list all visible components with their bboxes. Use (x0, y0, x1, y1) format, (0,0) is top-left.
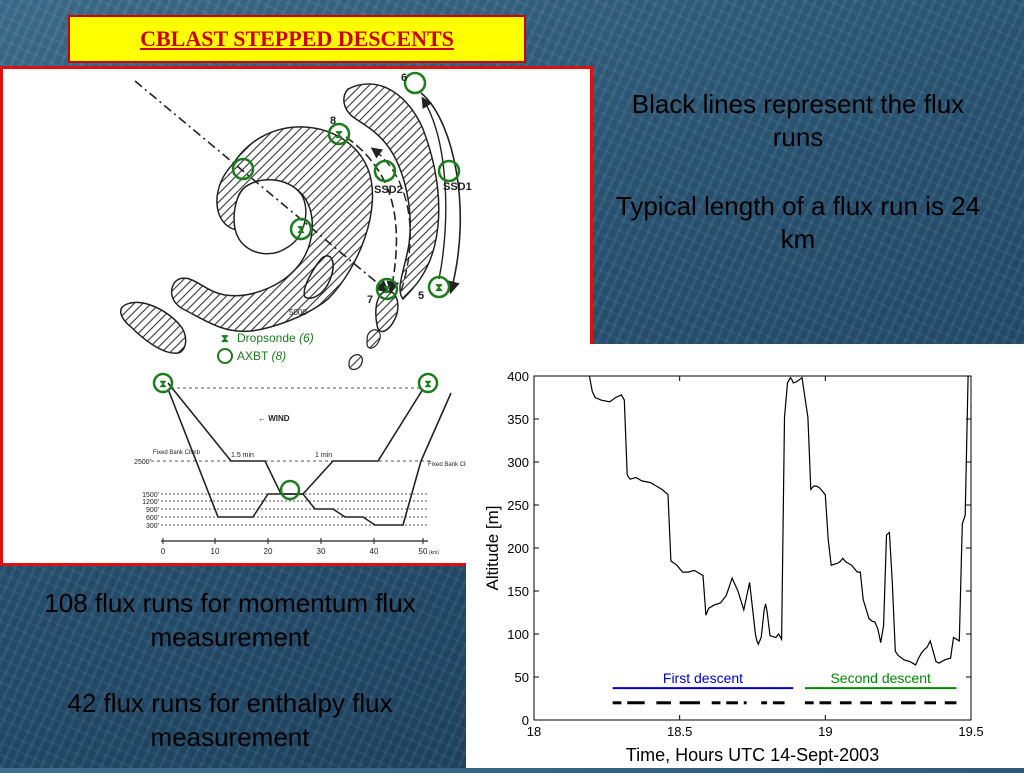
dropsonde-glyph: ⧗ (424, 379, 431, 390)
x-tick-label: 18 (527, 724, 541, 739)
y-tick-label: 150 (507, 584, 529, 599)
profile-x-unit: (km) (429, 550, 439, 556)
dropsonde-glyph: ⧗ (297, 224, 305, 236)
track-ssd2-in (345, 136, 400, 295)
note-flux-lines: Black lines represent the flux runs (631, 89, 965, 152)
y-tick-label: 250 (507, 498, 529, 513)
dropsonde-glyph: ⧗ (435, 282, 443, 294)
contour-label: 5000 (289, 308, 307, 317)
note-flux-length: Typical length of a flux run is 24 km (615, 191, 981, 254)
axbt-marker-5 (427, 275, 451, 299)
profile-x-ticks (162, 538, 424, 544)
segment-label-1: 1.5 min (231, 452, 254, 459)
y-tick-label: 300 (507, 455, 529, 470)
axbt-profile-mid (279, 479, 301, 501)
y-tick-label: 0 (522, 713, 529, 728)
axbt-marker-ssd2 (373, 159, 397, 183)
rain-band-west (120, 301, 187, 354)
x-tick-label: 19.5 (958, 724, 983, 739)
rain-cell-2 (348, 354, 363, 371)
x-tick-label: 19 (818, 724, 832, 739)
x-tick-label: 18.5 (667, 724, 692, 739)
slide-title: CBLAST STEPPED DESCENTS (140, 26, 454, 51)
title-box: CBLAST STEPPED DESCENTS (68, 15, 526, 63)
x-axis-label: Time, Hours UTC 14-Sept-2003 (626, 745, 879, 765)
altitude-series-line (588, 376, 969, 666)
right-climb-label: Fixed Bank Clin (428, 462, 470, 468)
y-tick-label: 400 (507, 369, 529, 384)
axbt-marker-b (289, 217, 313, 241)
alt-label-900: 900' (146, 507, 159, 514)
descent-label-1: First descent (663, 670, 743, 686)
stat-enthalpy: 42 flux runs for enthalpy flux measureme… (67, 688, 393, 752)
y-tick-label: 350 (507, 412, 529, 427)
alt-label-300: 300' (146, 523, 159, 530)
marker-label-ssd2: SSD2 (374, 184, 403, 196)
alt-label-2500: 2500' (134, 459, 151, 466)
wind-label: ← WIND (258, 414, 290, 423)
flight-track-main (134, 80, 390, 294)
marker-label-ssd1: SSD1 (443, 181, 472, 193)
axbt-profile-start (152, 372, 174, 394)
descent-profile-2 (167, 388, 424, 518)
dropsonde-glyph: ⧗ (335, 129, 343, 141)
y-tick-label: 50 (515, 670, 529, 685)
dropsonde-glyph: ⧗ (383, 284, 391, 296)
descent-label-2: Second descent (830, 670, 931, 686)
track-ssd1-out (421, 96, 447, 280)
profile-tick-20: 20 (264, 547, 273, 556)
alt-label-1200: 1200' (142, 499, 159, 506)
marker-label-8: 8 (330, 115, 336, 127)
y-tick-label: 100 (507, 627, 529, 642)
rain-band-south (303, 255, 334, 299)
segment-label-2: 1 min (315, 452, 332, 459)
y-axis-label: Altitude [m] (483, 505, 502, 590)
diagram-svg: ⧗ ⧗ ⧗ ⧗ 6 8 SSD2 SSD1 7 5 5000 ⧗ Dropson… (120, 71, 472, 556)
marker-label-7: 7 (367, 294, 373, 306)
rain-band-outer (343, 83, 440, 301)
marker-label-6: 6 (401, 72, 407, 84)
axbt-marker-ssd1 (437, 159, 461, 183)
y-tick-label: 200 (507, 541, 529, 556)
descent-profile-1 (167, 382, 452, 526)
left-climb-label: Fixed Bank Climb (153, 450, 201, 456)
stat-momentum: 108 flux runs for momentum flux measurem… (44, 588, 416, 652)
plot-frame (533, 375, 972, 721)
axbt-marker-7 (375, 277, 399, 301)
legend-dropsonde: Dropsonde (6) (237, 331, 314, 345)
rain-cell-1 (366, 329, 381, 349)
alt-label-600: 600' (146, 515, 159, 522)
marker-label-5: 5 (418, 290, 424, 302)
dropsonde-glyph: ⧗ (159, 379, 166, 390)
eye-inner (233, 178, 307, 255)
legend-axbt: AXBT (8) (237, 349, 286, 363)
alt-label-1500: 1500' (142, 492, 159, 499)
altitude-chart-svg: 0 50 100 150 200 250 300 350 400 18 18.5 19 19.5Time… (483, 369, 984, 765)
dropsonde-icon: ⧗ (221, 333, 229, 345)
profile-tick-30: 30 (317, 547, 326, 556)
axbt-marker-8 (327, 122, 351, 146)
axbt-marker-6 (403, 71, 427, 95)
profile-tick-40: 40 (370, 547, 379, 556)
axbt-icon (217, 348, 233, 364)
profile-tick-10: 10 (211, 547, 220, 556)
profile-tick-50: 50 (419, 547, 428, 556)
profile-tick-0: 0 (161, 547, 166, 556)
axbt-profile-end (417, 372, 439, 394)
axbt-marker-a (231, 157, 255, 181)
